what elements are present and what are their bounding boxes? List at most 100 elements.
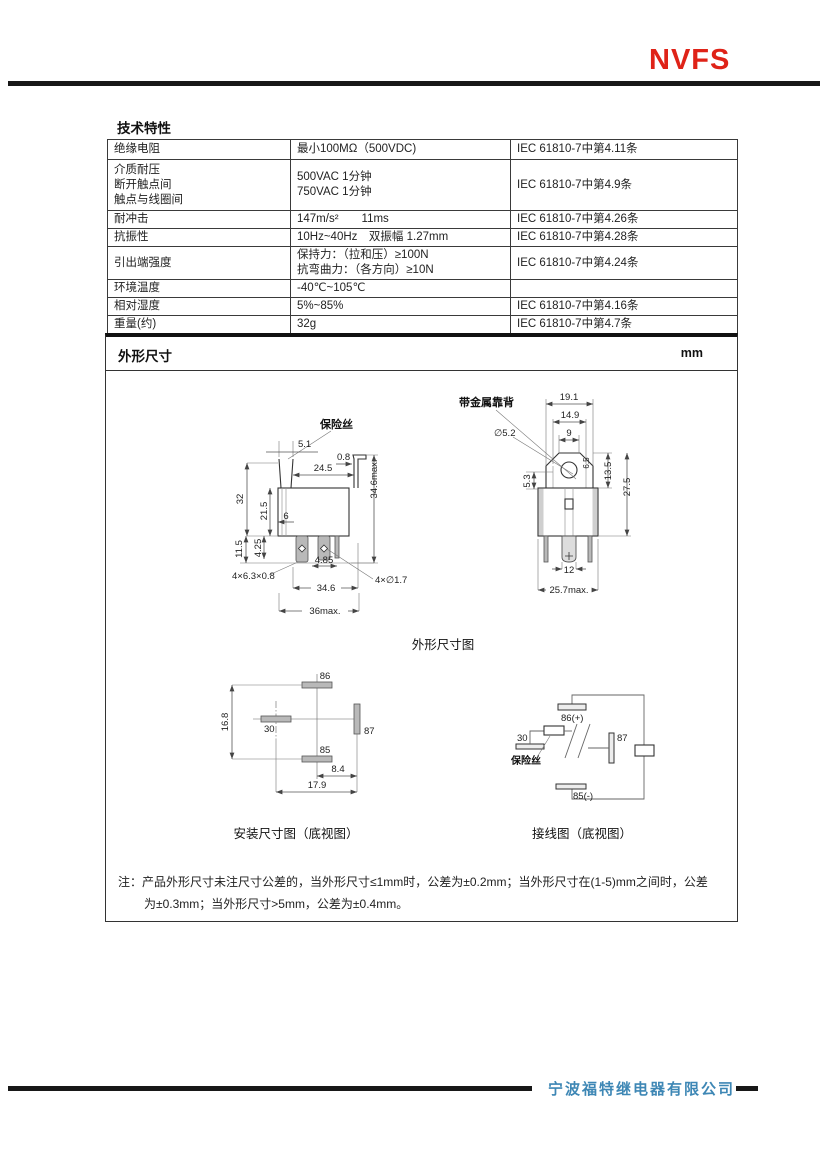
fuse-symbol (543, 725, 565, 736)
bracket-hole (560, 461, 578, 479)
standard-cell: IEC 61810-7中第4.11条 (510, 139, 738, 160)
table-row: 环境温度 -40℃~105℃ (107, 279, 738, 298)
fuse-shape (278, 458, 294, 489)
outline-section-title: 外形尺寸 (118, 349, 172, 364)
dim-5-3: 5.3 (522, 474, 533, 487)
table-row: 绝缘电阻 最小100MΩ（500VDC) IEC 61810-7中第4.11条 (107, 139, 738, 160)
spec-section-title: 技术特性 (117, 121, 171, 136)
value-cell: 10Hz~40Hz 双振幅 1.27mm (290, 228, 511, 247)
dim-6-5: 6.5 (582, 457, 591, 469)
value-cell: 147m/s² 11ms (290, 210, 511, 229)
hole-dim-label: 4×∅1.7 (375, 575, 407, 586)
standard-cell: IEC 61810-7中第4.9条 (510, 159, 738, 211)
wiring-caption: 接线图（底视图） (532, 826, 632, 841)
dim-25-7max: 25.7max. (549, 585, 588, 596)
dim-4-85: 4.85 (315, 555, 334, 566)
terminal-85-minus-label: 85(-) (573, 791, 593, 802)
table-row: 相对湿度 5%~85% IEC 61810-7中第4.16条 (107, 297, 738, 316)
technical-drawings: 保险丝 5.1 0.8 24.5 34.6max. 32 21.5 6 (220, 392, 655, 841)
value-cell: 最小100MΩ（500VDC) (290, 139, 511, 160)
dim-24-5: 24.5 (314, 463, 333, 474)
pad-86 (301, 681, 333, 689)
standard-cell (510, 279, 738, 298)
dim-32: 32 (235, 494, 246, 505)
footer-dash (736, 1086, 758, 1091)
unit-label: mm (680, 346, 703, 360)
outline-box-header: 外形尺寸 mm (106, 337, 737, 371)
pin-hole (319, 544, 329, 553)
dim-8-4: 8.4 (331, 764, 344, 775)
tolerance-note: 注：产品外形尺寸未注尺寸公差的，当外形尺寸≤1mm时，公差为±0.2mm；当外形… (118, 871, 722, 915)
center-blade (561, 535, 577, 563)
header-rule (8, 81, 820, 86)
pad-86 (557, 703, 587, 711)
bracket-shape (352, 454, 367, 488)
terminal-30-label: 30 (517, 733, 528, 744)
standard-cell: IEC 61810-7中第4.26条 (510, 210, 738, 229)
pad-85 (555, 783, 587, 790)
fuse-label: 保险丝 (510, 754, 541, 767)
dim-16-8: 16.8 (220, 713, 231, 732)
note-line-2: 为±0.3mm；当外形尺寸>5mm，公差为±0.4mm。 (144, 897, 409, 911)
dim-9: 9 (566, 428, 571, 439)
standard-cell: IEC 61810-7中第4.24条 (510, 246, 738, 280)
footer-rule (8, 1086, 532, 1091)
dim-12: 12 (564, 565, 575, 576)
coil-symbol (634, 744, 655, 757)
param-cell: 抗振性 (107, 228, 291, 247)
dim-4-25: 4.25 (253, 539, 264, 558)
pad-85 (301, 755, 333, 763)
outline-dimensions-box: 外形尺寸 mm (105, 333, 738, 922)
contact-arms (564, 723, 591, 759)
dim-13-5: 13.5 (603, 462, 614, 481)
terminal-30-label: 30 (264, 724, 275, 735)
note-line-1: 注：产品外形尺寸未注尺寸公差的，当外形尺寸≤1mm时，公差为±0.2mm；当外形… (118, 875, 708, 889)
coil-pin (543, 535, 549, 563)
outline-drawing-caption: 外形尺寸图 (412, 638, 475, 652)
dim-34-6: 34.6 (317, 583, 336, 594)
value-cell: -40℃~105℃ (290, 279, 511, 298)
param-cell: 耐冲击 (107, 210, 291, 229)
pin-hole (297, 544, 307, 553)
bracket-label: 带金属靠背 (459, 395, 514, 409)
standard-cell: IEC 61810-7中第4.28条 (510, 228, 738, 247)
value-cell: 5%~85% (290, 297, 511, 316)
dim-21-5: 21.5 (259, 502, 270, 521)
terminal-86-label: 86 (320, 671, 331, 682)
standard-cell: IEC 61810-7中第4.7条 (510, 315, 738, 334)
dim-19-1: 19.1 (560, 392, 579, 403)
pad-87 (353, 703, 361, 735)
slot-dim-label: 4×6.3×0.8 (232, 571, 275, 582)
wiring-diagram: 86(+) 30 87 85(-) 保险丝 接线图（底视图） (510, 694, 655, 841)
table-row: 重量(约) 32g IEC 61810-7中第4.7条 (107, 315, 738, 334)
param-cell: 环境温度 (107, 279, 291, 298)
mounting-view-drawing: 86 30 87 85 16.8 8.4 17.9 安装尺寸图（底视图） (220, 671, 375, 841)
side-view-drawing: 保险丝 5.1 0.8 24.5 34.6max. 32 21.5 6 (232, 417, 407, 617)
param-cell: 引出端强度 (107, 246, 291, 280)
terminal-87-label: 87 (617, 733, 628, 744)
table-row: 耐冲击 147m/s² 11ms IEC 61810-7中第4.26条 (107, 210, 738, 229)
pin-narrow (334, 535, 340, 559)
dim-11-5: 11.5 (234, 540, 245, 558)
param-cell: 绝缘电阻 (107, 139, 291, 160)
dim-34-6max: 34.6max. (369, 459, 380, 498)
coil-pin (587, 535, 593, 563)
dim-0-8: 0.8 (337, 452, 350, 463)
dim-14-9: 14.9 (561, 410, 580, 421)
dim-36max: 36max. (309, 606, 340, 617)
hole-dia-label: ∅5.2 (494, 428, 515, 439)
footer-company-name: 宁波福特继电器有限公司 (548, 1081, 736, 1098)
dim-5-1: 5.1 (298, 439, 311, 450)
terminal-87-label: 87 (364, 726, 375, 737)
param-cell: 相对湿度 (107, 297, 291, 316)
pad-87 (608, 732, 615, 764)
param-cell: 介质耐压断开触点间触点与线圈间 (107, 159, 291, 211)
mounting-caption: 安装尺寸图（底视图） (233, 826, 358, 841)
relay-body (537, 487, 599, 537)
spec-table: 绝缘电阻 最小100MΩ（500VDC) IEC 61810-7中第4.11条 … (107, 139, 738, 334)
